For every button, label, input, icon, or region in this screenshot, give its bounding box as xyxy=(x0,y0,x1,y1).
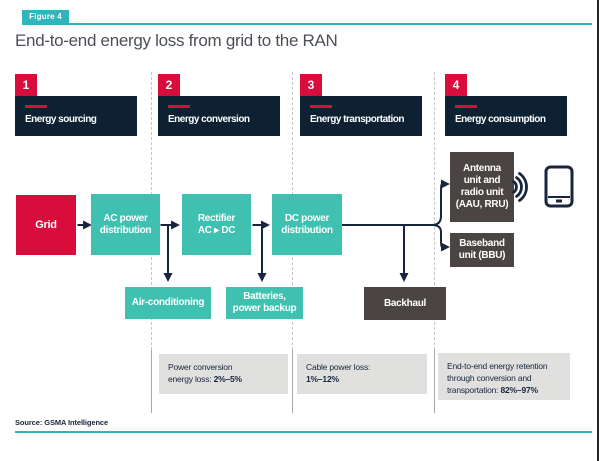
note-cable-power-loss: Cable power loss: 1%–12% xyxy=(297,354,427,394)
figure-tag-rule xyxy=(22,23,592,25)
note-energy-retention: End-to-end energy retention through conv… xyxy=(438,353,570,400)
step-3-number-badge: 3 xyxy=(300,74,322,96)
node-rectifier: Rectifier AC ▸ DC xyxy=(182,194,251,255)
note-cable-power-loss-value: 1%–12% xyxy=(306,373,339,384)
column-separator-2-solid xyxy=(292,350,293,413)
step-1-number-badge: 1 xyxy=(15,74,37,96)
note-power-conversion-loss-value: 2%–5% xyxy=(213,373,243,384)
step-4-header: Energy consumption xyxy=(445,96,567,136)
step-2-label: Energy conversion xyxy=(168,114,250,125)
node-antenna-aau-rru: Antenna unit and radio unit (AAU, RRU) xyxy=(450,152,514,222)
node-batteries-power-backup: Batteries, power backup xyxy=(226,287,303,319)
step-2-header: Energy conversion xyxy=(158,96,280,136)
step-2-red-tick xyxy=(168,105,190,108)
node-backhaul: Backhaul xyxy=(364,287,446,320)
column-separator-1-solid xyxy=(151,350,152,413)
step-3-header: Energy transportation xyxy=(300,96,422,136)
note-power-conversion-loss-text: Power conversion energy loss: xyxy=(168,362,233,384)
mobile-phone-icon xyxy=(544,165,574,208)
column-separator-3-solid xyxy=(434,350,435,413)
node-grid: Grid xyxy=(16,195,76,255)
step-4-label: Energy consumption xyxy=(455,114,546,125)
source-text: Source: GSMA Intelligence xyxy=(15,418,109,427)
footer-rule xyxy=(15,431,592,433)
step-1-label: Energy sourcing xyxy=(25,114,97,125)
step-4-number-badge: 4 xyxy=(445,74,467,96)
step-3-label: Energy transportation xyxy=(310,114,404,125)
page-right-border xyxy=(597,0,599,461)
note-energy-retention-text: End-to-end energy retention through conv… xyxy=(447,361,548,395)
figure-tag-badge: Figure 4 xyxy=(22,10,69,24)
step-1-red-tick xyxy=(25,105,47,108)
step-4-red-tick xyxy=(455,105,477,108)
note-energy-retention-value: 82%–97% xyxy=(500,384,539,395)
step-3-red-tick xyxy=(310,105,332,108)
note-power-conversion-loss: Power conversion energy loss: 2%–5% xyxy=(159,354,288,394)
step-1-header: Energy sourcing xyxy=(15,96,137,136)
node-dc-power-distribution: DC power distribution xyxy=(272,194,342,255)
note-cable-power-loss-text: Cable power loss: xyxy=(306,362,371,372)
step-2-number-badge: 2 xyxy=(158,74,180,96)
node-baseband-bbu: Baseband unit (BBU) xyxy=(450,233,514,267)
figure-title: End-to-end energy loss from grid to the … xyxy=(15,31,338,50)
node-ac-power-distribution: AC power distribution xyxy=(91,194,160,255)
node-air-conditioning: Air-conditioning xyxy=(125,287,211,319)
